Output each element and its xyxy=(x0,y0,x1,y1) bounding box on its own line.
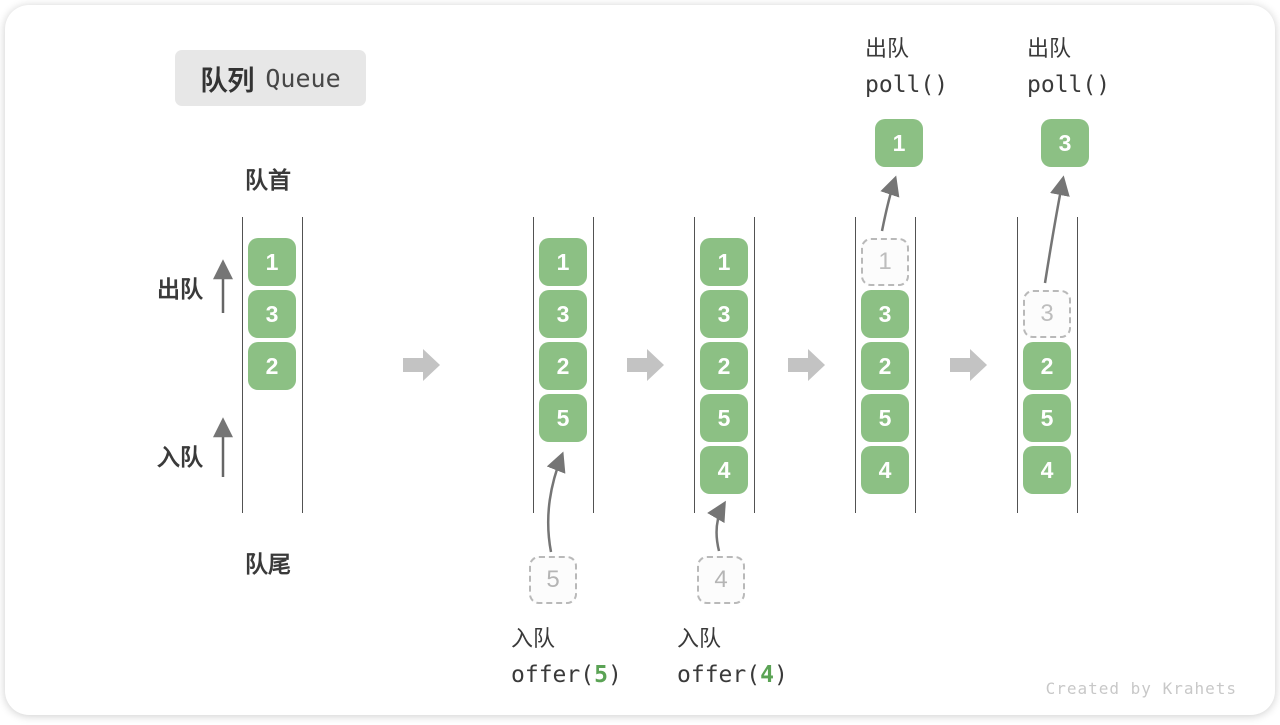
queue-item: 2 xyxy=(539,342,587,390)
queue-item-removed: 1 xyxy=(861,238,909,286)
queue-item: 4 xyxy=(861,446,909,494)
queue-item: 3 xyxy=(248,290,296,338)
queue-rear-label: 队尾 xyxy=(245,551,291,577)
op-poll-2: 出队 poll() xyxy=(1027,31,1110,103)
title-en: Queue xyxy=(265,63,341,93)
queue-item: 3 xyxy=(539,290,587,338)
op-poll-1: 出队 poll() xyxy=(865,31,948,103)
polled-item-2: 3 xyxy=(1041,119,1089,167)
op-poll-1-label: 出队 xyxy=(865,36,910,61)
op-poll-2-code: poll() xyxy=(1027,72,1111,98)
queue-item: 1 xyxy=(539,238,587,286)
queue-item-removed: 3 xyxy=(1023,290,1071,338)
op-enqueue-5: 入队 offer(5) xyxy=(511,621,622,693)
title-zh: 队列 xyxy=(200,65,255,96)
dequeue-side-label: 出队 xyxy=(157,276,203,302)
polled-item-1: 1 xyxy=(875,119,923,167)
queue-item: 5 xyxy=(700,394,748,442)
queue-state-5: 3 2 5 4 xyxy=(1017,217,1078,513)
queue-item: 2 xyxy=(861,342,909,390)
queue-item: 3 xyxy=(700,290,748,338)
code-prefix: offer( xyxy=(677,662,761,688)
queue-item: 5 xyxy=(861,394,909,442)
watermark: Created by Krahets xyxy=(1045,679,1237,698)
queue-state-4: 1 3 2 5 4 xyxy=(855,217,916,513)
queue-item: 2 xyxy=(248,342,296,390)
queue-item: 4 xyxy=(1023,446,1071,494)
op-enqueue-4-label: 入队 xyxy=(677,626,722,651)
queue-item: 1 xyxy=(248,238,296,286)
title-box: 队列 Queue xyxy=(175,50,366,106)
queue-item: 5 xyxy=(539,394,587,442)
queue-item: 3 xyxy=(861,290,909,338)
op-enqueue-4: 入队 offer(4) xyxy=(677,621,788,693)
arrows-overlay xyxy=(213,175,1070,553)
diagram-card: 队列 Queue 队首 队尾 出队 入队 1 3 2 1 3 2 5 1 3 2… xyxy=(5,5,1275,715)
state-transition-arrow-3 xyxy=(788,349,825,381)
op-poll-1-code: poll() xyxy=(865,72,949,98)
queue-item: 5 xyxy=(1023,394,1071,442)
queue-item: 1 xyxy=(700,238,748,286)
pending-item-5: 5 xyxy=(529,556,577,604)
queue-item: 4 xyxy=(700,446,748,494)
state-transition-arrow-2 xyxy=(627,349,664,381)
queue-state-1: 1 3 2 xyxy=(242,217,303,513)
op-enqueue-4-code: offer(4) xyxy=(677,657,788,693)
op-poll-2-label: 出队 xyxy=(1027,36,1072,61)
queue-front-label: 队首 xyxy=(245,167,291,193)
queue-item: 2 xyxy=(700,342,748,390)
state-transition-arrow-4 xyxy=(950,349,987,381)
pending-item-4: 4 xyxy=(697,556,745,604)
queue-item: 2 xyxy=(1023,342,1071,390)
code-arg: 5 xyxy=(594,662,608,688)
op-enqueue-5-label: 入队 xyxy=(511,626,556,651)
code-suffix: ) xyxy=(607,662,622,688)
enqueue-side-label: 入队 xyxy=(157,444,203,470)
op-enqueue-5-code: offer(5) xyxy=(511,657,622,693)
code-suffix: ) xyxy=(773,662,788,688)
queue-state-3: 1 3 2 5 4 xyxy=(694,217,755,513)
queue-state-2: 1 3 2 5 xyxy=(533,217,594,513)
state-transition-arrow-1 xyxy=(403,349,440,381)
code-prefix: offer( xyxy=(511,662,595,688)
code-arg: 4 xyxy=(760,662,774,688)
